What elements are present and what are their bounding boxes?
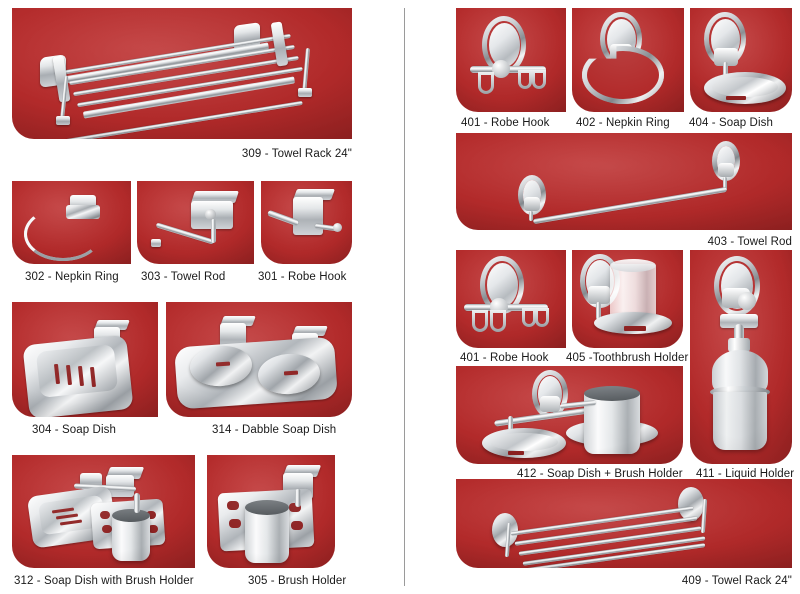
robe-hook-multi-icon xyxy=(456,250,566,348)
product-image-302-nepkin-ring xyxy=(12,181,131,264)
liquid-soap-dispenser-icon xyxy=(690,250,792,464)
product-image-405-toothbrush-holder xyxy=(572,250,683,348)
product-image-309-towel-rack xyxy=(12,8,352,139)
caption-411: 411 - Liquid Holder xyxy=(696,468,795,480)
product-image-411-liquid-holder xyxy=(690,250,792,464)
soap-dish-brush-holder-icon xyxy=(12,455,195,568)
napkin-ring-icon xyxy=(12,181,131,264)
product-image-304-soap-dish xyxy=(12,302,158,417)
caption-412: 412 - Soap Dish + Brush Holder xyxy=(517,468,683,480)
product-image-301-robe-hook xyxy=(261,181,352,264)
robe-hook-icon xyxy=(261,181,352,264)
product-image-314-dabble-soap-dish xyxy=(166,302,352,417)
caption-409: 409 - Towel Rack 24" xyxy=(681,575,792,587)
brush-holder-icon xyxy=(207,455,335,568)
caption-401-multi: 401 - Robe Hook xyxy=(460,352,549,364)
soap-dish-icon xyxy=(690,8,792,112)
product-image-401-robe-hook-top xyxy=(456,8,566,112)
caption-304: 304 - Soap Dish xyxy=(32,424,116,436)
product-image-409-towel-rack xyxy=(456,479,792,568)
soap-dish-icon xyxy=(12,302,158,417)
caption-303: 303 - Towel Rod xyxy=(141,271,226,283)
caption-403: 403 - Towel Rod xyxy=(707,236,792,248)
column-divider xyxy=(404,8,405,586)
towel-rod-icon xyxy=(456,133,792,230)
caption-301: 301 - Robe Hook xyxy=(258,271,347,283)
product-image-404-soap-dish xyxy=(690,8,792,112)
product-image-412-soap-dish-plus-brush-holder xyxy=(456,366,683,464)
towel-rack-icon xyxy=(12,8,352,139)
towel-rack-icon xyxy=(456,479,792,568)
product-image-402-nepkin-ring xyxy=(572,8,684,112)
caption-312: 312 - Soap Dish with Brush Holder xyxy=(14,575,194,587)
product-image-305-brush-holder xyxy=(207,455,335,568)
caption-401-top: 401 - Robe Hook xyxy=(461,117,550,129)
toothbrush-holder-icon xyxy=(572,250,683,348)
soap-dish-plus-brush-holder-icon xyxy=(456,366,683,464)
caption-404: 404 - Soap Dish xyxy=(689,117,773,129)
product-image-303-towel-rod xyxy=(137,181,254,264)
product-image-401-robe-hook-multi xyxy=(456,250,566,348)
caption-302: 302 - Nepkin Ring xyxy=(25,271,119,283)
towel-rod-icon xyxy=(137,181,254,264)
caption-402: 402 - Nepkin Ring xyxy=(576,117,670,129)
caption-405: 405 -Toothbrush Holder xyxy=(566,352,689,364)
product-image-312-soap-dish-with-brush-holder xyxy=(12,455,195,568)
caption-309: 309 - Towel Rack 24" xyxy=(241,148,352,160)
napkin-ring-icon xyxy=(572,8,684,112)
double-soap-dish-icon xyxy=(166,302,352,417)
robe-hook-icon xyxy=(456,8,566,112)
caption-305: 305 - Brush Holder xyxy=(248,575,347,587)
caption-314: 314 - Dabble Soap Dish xyxy=(212,424,337,436)
product-image-403-towel-rod xyxy=(456,133,792,230)
